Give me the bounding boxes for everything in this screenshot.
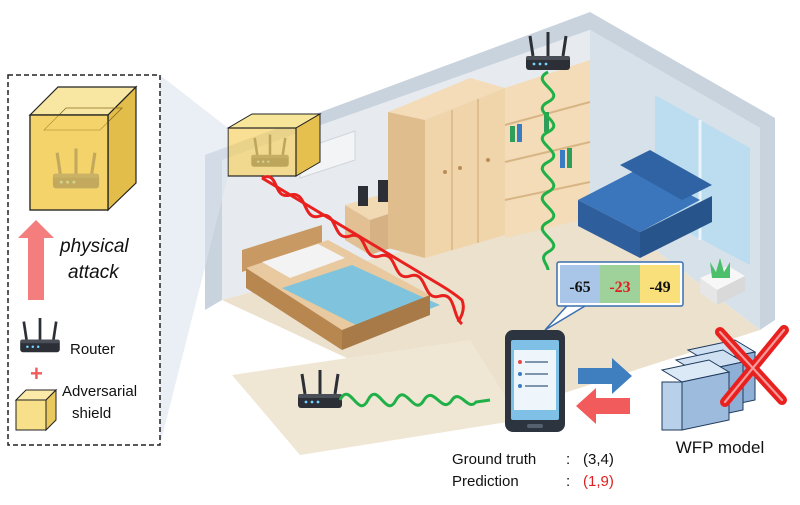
smartphone-icon: [505, 330, 565, 432]
router-label: Router: [70, 341, 115, 358]
ground-truth-label: Ground truth: [452, 451, 536, 468]
plus-sign: +: [30, 361, 43, 386]
bookshelf-illustration: [504, 60, 591, 238]
signal-waves: [261, 70, 556, 408]
rssi-value: -49: [649, 279, 670, 296]
rssi-value: -23: [609, 279, 630, 296]
wfp-model-label: WFP model: [676, 438, 765, 457]
signal-green-wave: [540, 70, 556, 271]
wfp-model-icon: [660, 325, 789, 431]
adversarial-shield-icon: [28, 85, 138, 212]
wardrobe-illustration: [388, 78, 505, 258]
rssi-callout: -65 -23 -49: [544, 261, 684, 331]
signal-red-wave: [261, 176, 465, 323]
shield-label: shield: [72, 405, 111, 422]
upward-arrow-icon: [18, 220, 54, 300]
prediction-label: Prediction: [452, 473, 519, 490]
ground-truth-separator: :: [566, 451, 570, 468]
adversarial-shield-icon: [14, 388, 58, 432]
rssi-cell: [600, 265, 640, 303]
prediction-separator: :: [566, 473, 570, 490]
plant-illustration: [700, 258, 745, 305]
sofa-illustration: [578, 150, 712, 258]
shield-label: Adversarial: [62, 383, 137, 400]
zoom-wedge: [160, 75, 228, 445]
rssi-cell: [640, 265, 680, 303]
result-block: Ground truth : (3,4) Prediction : (1,9): [452, 451, 614, 490]
arrow-right-icon: [578, 358, 632, 394]
prediction-value: (1,9): [583, 473, 614, 490]
signal-green-wave: [338, 392, 491, 408]
bed-illustration: [242, 225, 440, 350]
attack-label: attack: [68, 262, 120, 283]
rssi-value: -65: [569, 279, 590, 296]
attack-label: physical: [59, 236, 129, 257]
adversarial-shield-icon: [226, 113, 322, 177]
arrow-left-icon: [576, 388, 630, 424]
data-flow-arrows: [576, 358, 632, 424]
cross-icon: [715, 325, 789, 407]
signal-red-wave: [261, 175, 464, 326]
legend-panel: physical attack Router + Adversarial shi…: [7, 74, 161, 446]
rssi-cell: [560, 265, 600, 303]
ground-truth-value: (3,4): [583, 451, 614, 468]
